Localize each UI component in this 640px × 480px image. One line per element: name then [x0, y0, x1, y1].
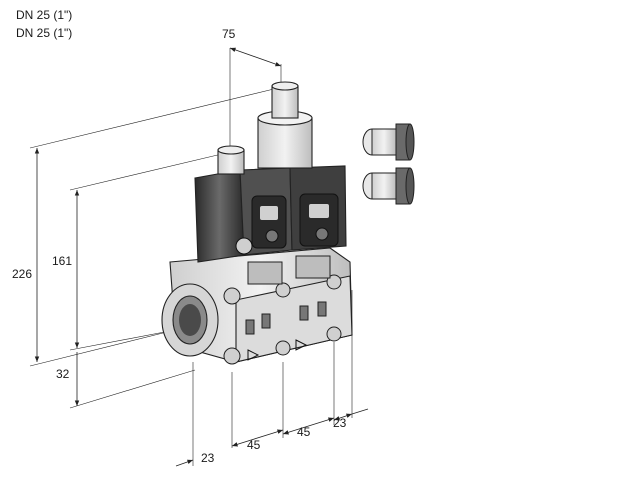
- cable-gland-port: [235, 237, 253, 255]
- bolt-2: [275, 282, 291, 298]
- flow-arrow-1: [247, 349, 260, 361]
- plug-label-left: [260, 206, 278, 220]
- dim-45-a: [231, 429, 284, 447]
- header-dn-line-1: DN 25 (1"): [16, 8, 73, 22]
- dim-23-left: [175, 459, 194, 467]
- inlet-port-inner: [179, 304, 201, 336]
- ext-226-bottom: [29, 329, 176, 367]
- label-226: 226: [12, 267, 32, 281]
- ext-226-top: [29, 87, 279, 149]
- ext-161-top: [69, 152, 227, 191]
- valve-body-front-face: [235, 275, 353, 363]
- bolt-5: [326, 326, 342, 342]
- label-23-right: 23: [333, 416, 347, 430]
- dim-75: [229, 47, 282, 67]
- label-45-a: 45: [247, 438, 261, 452]
- connector-box-right: [295, 255, 331, 279]
- adjuster-knob-top: [271, 81, 299, 91]
- test-nipple-3: [317, 301, 327, 317]
- cable-gland-top: [362, 123, 415, 161]
- cable-glands: [362, 123, 415, 205]
- header-dn-line-2: DN 25 (1"): [16, 26, 73, 40]
- ext-161-bottom: [69, 329, 176, 351]
- label-45-b: 45: [297, 425, 311, 439]
- cable-gland-bottom: [362, 167, 415, 205]
- test-nipple-4: [245, 319, 255, 335]
- label-23-left: 23: [201, 451, 215, 465]
- label-161: 161: [52, 254, 72, 268]
- bolt-4: [275, 340, 291, 356]
- flow-arrow-2: [295, 339, 308, 351]
- dim-45-b: [282, 417, 335, 435]
- connector-box-left: [247, 261, 283, 285]
- bolt-1: [223, 287, 241, 305]
- ext-32-bottom: [69, 369, 196, 409]
- actuator-tower-right: [257, 117, 313, 169]
- dim-23-right-tail: [351, 408, 369, 415]
- label-32: 32: [56, 367, 70, 381]
- adjuster-knob: [271, 85, 299, 119]
- actuator-stem-left-top: [217, 145, 245, 155]
- test-nipple-1: [261, 313, 271, 329]
- label-75: 75: [222, 27, 236, 41]
- bolt-3: [223, 347, 241, 365]
- plug-label-right: [309, 204, 329, 218]
- valve-assembly: [161, 81, 353, 365]
- test-nipple-2: [299, 305, 309, 321]
- plug-screw-left: [265, 229, 279, 243]
- plug-screw-right: [315, 227, 329, 241]
- dim-23-right-line: [333, 413, 353, 421]
